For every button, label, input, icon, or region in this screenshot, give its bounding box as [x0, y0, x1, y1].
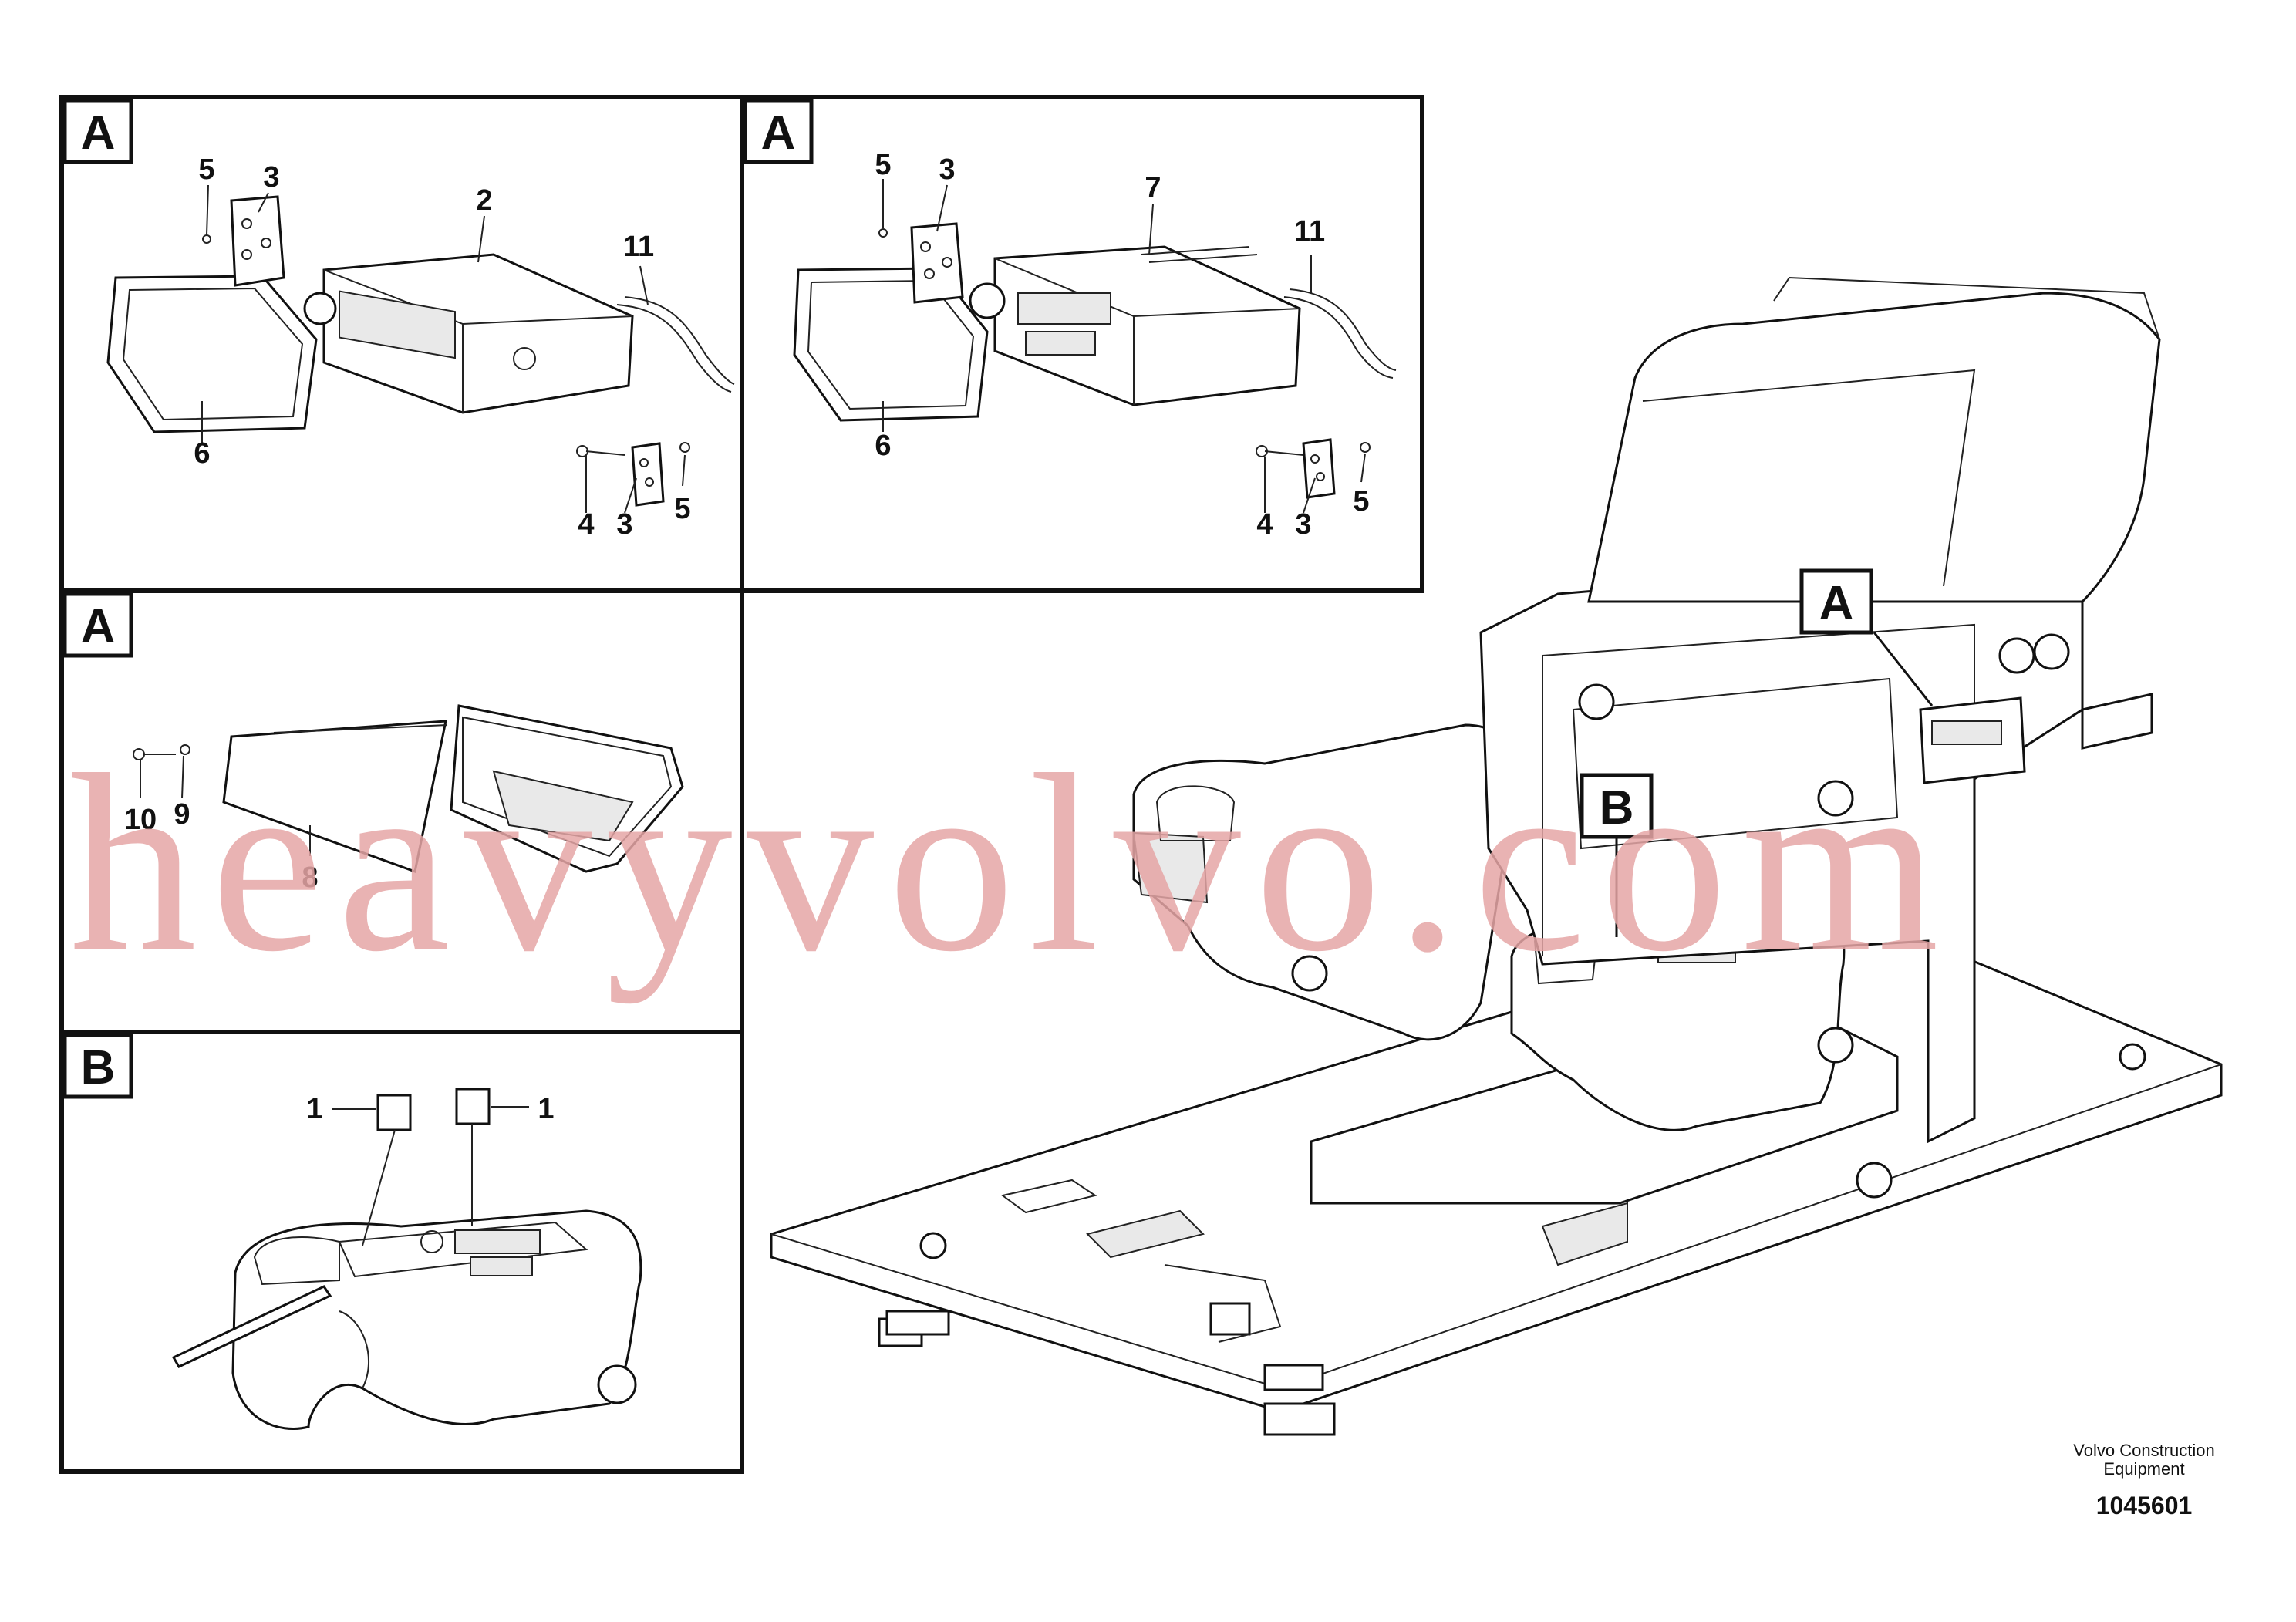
- footer-drawing-code: 1045601: [2096, 1492, 2193, 1519]
- svg-text:B: B: [1600, 781, 1634, 835]
- callout-tr-5a: 5: [875, 149, 891, 181]
- panel-tag-top-right: A: [743, 98, 814, 164]
- cassette-radio-drawing: [793, 179, 1397, 514]
- svg-text:A: A: [761, 106, 796, 160]
- panel-frame-bottom-left: [59, 1030, 744, 1474]
- panel-tag-mid-left: A: [62, 592, 133, 658]
- callout-tl-2: 2: [476, 184, 492, 217]
- callout-tr-5b: 5: [1353, 485, 1369, 518]
- callout-bl-1a: 1: [306, 1093, 322, 1125]
- callout-tr-6: 6: [875, 430, 891, 462]
- callout-tl-3a: 3: [263, 161, 279, 194]
- callout-bl-1b: 1: [538, 1093, 554, 1125]
- cover-plate-drawing: [133, 704, 684, 874]
- callout-tr-3b: 3: [1295, 508, 1311, 541]
- callout-tl-11: 11: [623, 231, 654, 263]
- callout-tr-7: 7: [1145, 172, 1161, 204]
- svg-text:A: A: [81, 600, 116, 653]
- switch-console-drawing: [171, 1088, 642, 1430]
- panel-frame-top-right: [740, 95, 1424, 593]
- callout-ml-9: 9: [174, 798, 190, 831]
- callout-tr-4: 4: [1256, 508, 1273, 541]
- svg-text:A: A: [81, 106, 116, 160]
- callout-tr-11: 11: [1294, 215, 1325, 248]
- callout-tr-3a: 3: [939, 153, 955, 186]
- callout-ml-10: 10: [124, 804, 157, 836]
- callout-tl-3b: 3: [616, 508, 632, 541]
- panel-tag-bottom-left: B: [62, 1033, 133, 1099]
- radio-assembly-drawing: [106, 184, 735, 514]
- callout-tl-5b: 5: [674, 493, 690, 525]
- callout-tl-5a: 5: [198, 153, 214, 186]
- footer-company-line1: Volvo Construction: [2073, 1441, 2214, 1460]
- svg-text:B: B: [81, 1041, 116, 1094]
- panel-tag-top-left: A: [62, 98, 133, 164]
- cab-platform-drawing: [770, 276, 2223, 1436]
- callout-tl-6: 6: [194, 437, 210, 470]
- watermark-text: heavyvolvo.com: [69, 723, 1953, 1004]
- callout-tl-4: 4: [578, 508, 594, 541]
- callout-ml-8: 8: [302, 862, 318, 894]
- svg-text:A: A: [1819, 577, 1854, 630]
- main-tag-b: B: [1580, 773, 1654, 839]
- footer-company-line2: Equipment: [2103, 1459, 2184, 1479]
- main-tag-a: A: [1799, 568, 1873, 635]
